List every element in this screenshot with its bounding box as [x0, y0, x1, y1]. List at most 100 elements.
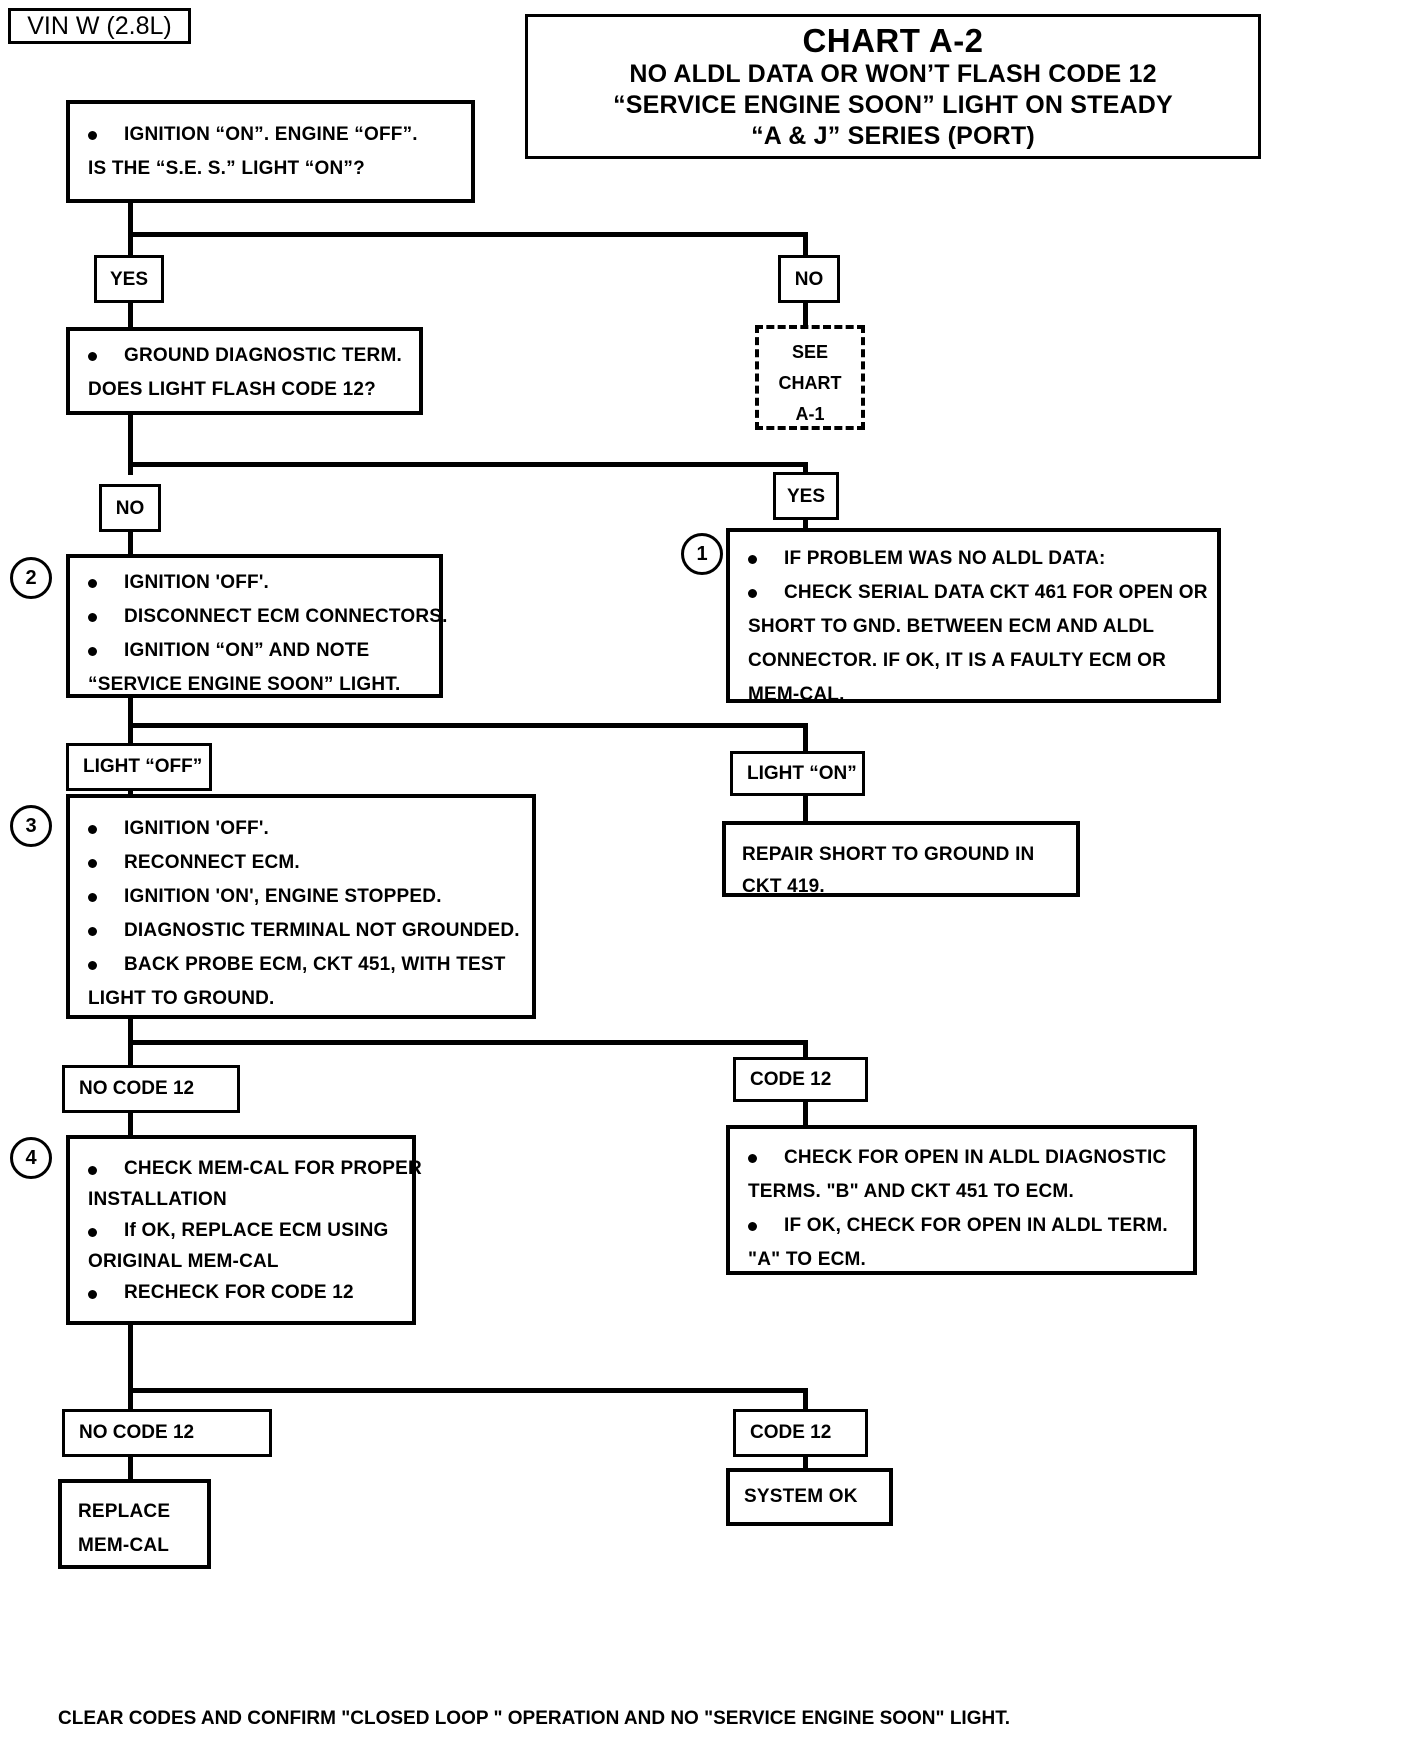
node-repair-short-line-2: CKT 419. [742, 876, 825, 897]
chart-title-line-1: CHART A-2 [802, 22, 984, 59]
node-step4-line-1: CHECK MEM-CAL FOR PROPER [70, 1153, 422, 1184]
node-step3-line-6: LIGHT TO GROUND. [88, 988, 275, 1009]
step-marker-1-text: 1 [696, 542, 708, 565]
connector-to-light-on [803, 723, 808, 751]
node-step-1: IF PROBLEM WAS NO ALDL DATA: CHECK SERIA… [726, 528, 1221, 705]
node-start-line-1: IGNITION “ON”. ENGINE “OFF”. [70, 118, 471, 152]
label-no-1-text: NO [794, 268, 824, 290]
step-marker-3-text: 3 [25, 814, 37, 837]
connector-to-no1 [803, 232, 808, 257]
node-step3-line-1: IGNITION 'OFF'. [70, 812, 532, 846]
connector-no-code12-a-down [128, 1113, 133, 1137]
node-see-chart-a1: SEE CHART A-1 [755, 325, 865, 430]
step-marker-4-text: 4 [25, 1146, 37, 1169]
node-step3-line-2: RECONNECT ECM. [70, 846, 532, 880]
node-step4-line-5: RECHECK FOR CODE 12 [70, 1277, 412, 1308]
node-check-open: CHECK FOR OPEN IN ALDL DIAGNOSTIC TERMS.… [726, 1125, 1197, 1275]
step-marker-4: 4 [10, 1137, 52, 1179]
label-yes-2: YES [773, 472, 839, 520]
node-step1-line-2: CHECK SERIAL DATA CKT 461 FOR OPEN OR [730, 576, 1217, 610]
node-repair-short: REPAIR SHORT TO GROUND IN CKT 419. [722, 821, 1080, 897]
node-ground-diagnostic-term: GROUND DIAGNOSTIC TERM. DOES LIGHT FLASH… [66, 327, 423, 415]
node-step1-line-1: IF PROBLEM WAS NO ALDL DATA: [730, 542, 1217, 576]
node-step4-line-2: INSTALLATION [88, 1189, 227, 1210]
label-light-on-text: LIGHT “ON” [747, 762, 857, 784]
node-step3-line-3: IGNITION 'ON', ENGINE STOPPED. [70, 880, 532, 914]
node-check-open-line-3: IF OK, CHECK FOR OPEN IN ALDL TERM. [730, 1209, 1193, 1243]
node-step-4: CHECK MEM-CAL FOR PROPER INSTALLATION If… [66, 1135, 422, 1325]
connector-step2-right [128, 723, 808, 728]
node-step1-line-4: CONNECTOR. IF OK, IT IS A FAULTY ECM OR [748, 650, 1167, 671]
label-no-code-12-b: NO CODE 12 [62, 1409, 272, 1457]
step-marker-1: 1 [681, 533, 723, 575]
label-light-off: LIGHT “OFF” [66, 743, 212, 791]
node-step2-line-1: IGNITION 'OFF'. [70, 566, 439, 600]
see-chart-line-2: CHART [778, 373, 842, 393]
connector-step3-right [128, 1040, 808, 1045]
label-no-2-text: NO [115, 497, 145, 519]
chart-title-line-3: “SERVICE ENGINE SOON” LIGHT ON STEADY [613, 91, 1173, 119]
node-ground-line-2: DOES LIGHT FLASH CODE 12? [88, 379, 376, 400]
node-replace-memcal: REPLACE MEM-CAL [58, 1479, 211, 1569]
vin-label-box: VIN W (2.8L) [8, 8, 191, 44]
footer-note: CLEAR CODES AND CONFIRM "CLOSED LOOP " O… [58, 1708, 1010, 1729]
node-step3-line-4: DIAGNOSTIC TERMINAL NOT GROUNDED. [70, 914, 532, 948]
chart-title-line-4: “A & J” SERIES (PORT) [751, 122, 1035, 150]
connector-to-code12-a [803, 1040, 808, 1060]
connector-ground-down [128, 415, 133, 475]
label-light-on: LIGHT “ON” [730, 751, 865, 796]
connector-step3-down [128, 1019, 133, 1074]
connector-to-code12-b [803, 1388, 808, 1414]
label-code-12-b: CODE 12 [733, 1409, 868, 1457]
connector-code12-a-down [803, 1102, 808, 1126]
connector-no-code12-b-down [128, 1457, 133, 1481]
node-step2-line-4: “SERVICE ENGINE SOON” LIGHT. [88, 674, 401, 695]
node-check-open-line-2: TERMS. "B" AND CKT 451 TO ECM. [748, 1181, 1074, 1202]
step-marker-2-text: 2 [25, 566, 37, 589]
connector-no1-down [803, 303, 808, 325]
connector-to-yes2 [803, 462, 808, 472]
label-code-12-a-text: CODE 12 [750, 1068, 832, 1090]
chart-title-box: CHART A-2 NO ALDL DATA OR WON’T FLASH CO… [525, 14, 1261, 159]
node-step3-line-5: BACK PROBE ECM, CKT 451, WITH TEST [70, 948, 532, 982]
node-ground-line-1: GROUND DIAGNOSTIC TERM. [70, 339, 419, 373]
label-no-2: NO [99, 484, 161, 532]
node-system-ok: SYSTEM OK [726, 1468, 893, 1526]
node-repair-short-line-1: REPAIR SHORT TO GROUND IN [742, 844, 1035, 865]
node-system-ok-text: SYSTEM OK [744, 1486, 858, 1507]
see-chart-line-3: A-1 [795, 404, 825, 424]
node-step4-line-4: ORIGINAL MEM-CAL [88, 1251, 279, 1272]
label-no-code-12-a-text: NO CODE 12 [79, 1078, 195, 1099]
chart-title-line-2: NO ALDL DATA OR WON’T FLASH CODE 12 [629, 60, 1157, 88]
connector-step4-down [128, 1325, 133, 1410]
label-no-code-12-a: NO CODE 12 [62, 1065, 240, 1113]
label-yes-2-text: YES [786, 485, 826, 507]
label-no-code-12-b-text: NO CODE 12 [79, 1422, 195, 1443]
vin-label-text: VIN W (2.8L) [27, 11, 172, 40]
node-step1-line-3: SHORT TO GND. BETWEEN ECM AND ALDL [748, 616, 1155, 637]
connector-yes2-down [803, 520, 808, 530]
see-chart-line-1: SEE [791, 342, 829, 362]
step-marker-3: 3 [10, 805, 52, 847]
connector-start-down [128, 203, 133, 255]
node-start: IGNITION “ON”. ENGINE “OFF”. IS THE “S.E… [66, 100, 475, 203]
node-step2-line-2: DISCONNECT ECM CONNECTORS. [70, 600, 447, 634]
label-light-off-text: LIGHT “OFF” [83, 756, 203, 777]
label-yes-1-text: YES [109, 268, 149, 290]
label-code-12-a: CODE 12 [733, 1057, 868, 1102]
connector-start-right [128, 232, 808, 237]
node-replace-memcal-line-1: REPLACE [78, 1501, 171, 1522]
node-replace-memcal-line-2: MEM-CAL [78, 1535, 170, 1556]
connector-light-on-down [803, 796, 808, 822]
label-no-1: NO [778, 255, 840, 303]
label-yes-1: YES [94, 255, 164, 303]
connector-no2-down [128, 532, 133, 554]
node-step-3: IGNITION 'OFF'. RECONNECT ECM. IGNITION … [66, 794, 536, 1019]
node-step2-line-3: IGNITION “ON” AND NOTE [70, 634, 439, 668]
node-step4-line-3: If OK, REPLACE ECM USING [70, 1215, 412, 1246]
step-marker-2: 2 [10, 557, 52, 599]
node-start-line-2: IS THE “S.E. S.” LIGHT “ON”? [88, 158, 365, 179]
label-code-12-b-text: CODE 12 [750, 1422, 832, 1443]
node-check-open-line-1: CHECK FOR OPEN IN ALDL DIAGNOSTIC [730, 1141, 1193, 1175]
